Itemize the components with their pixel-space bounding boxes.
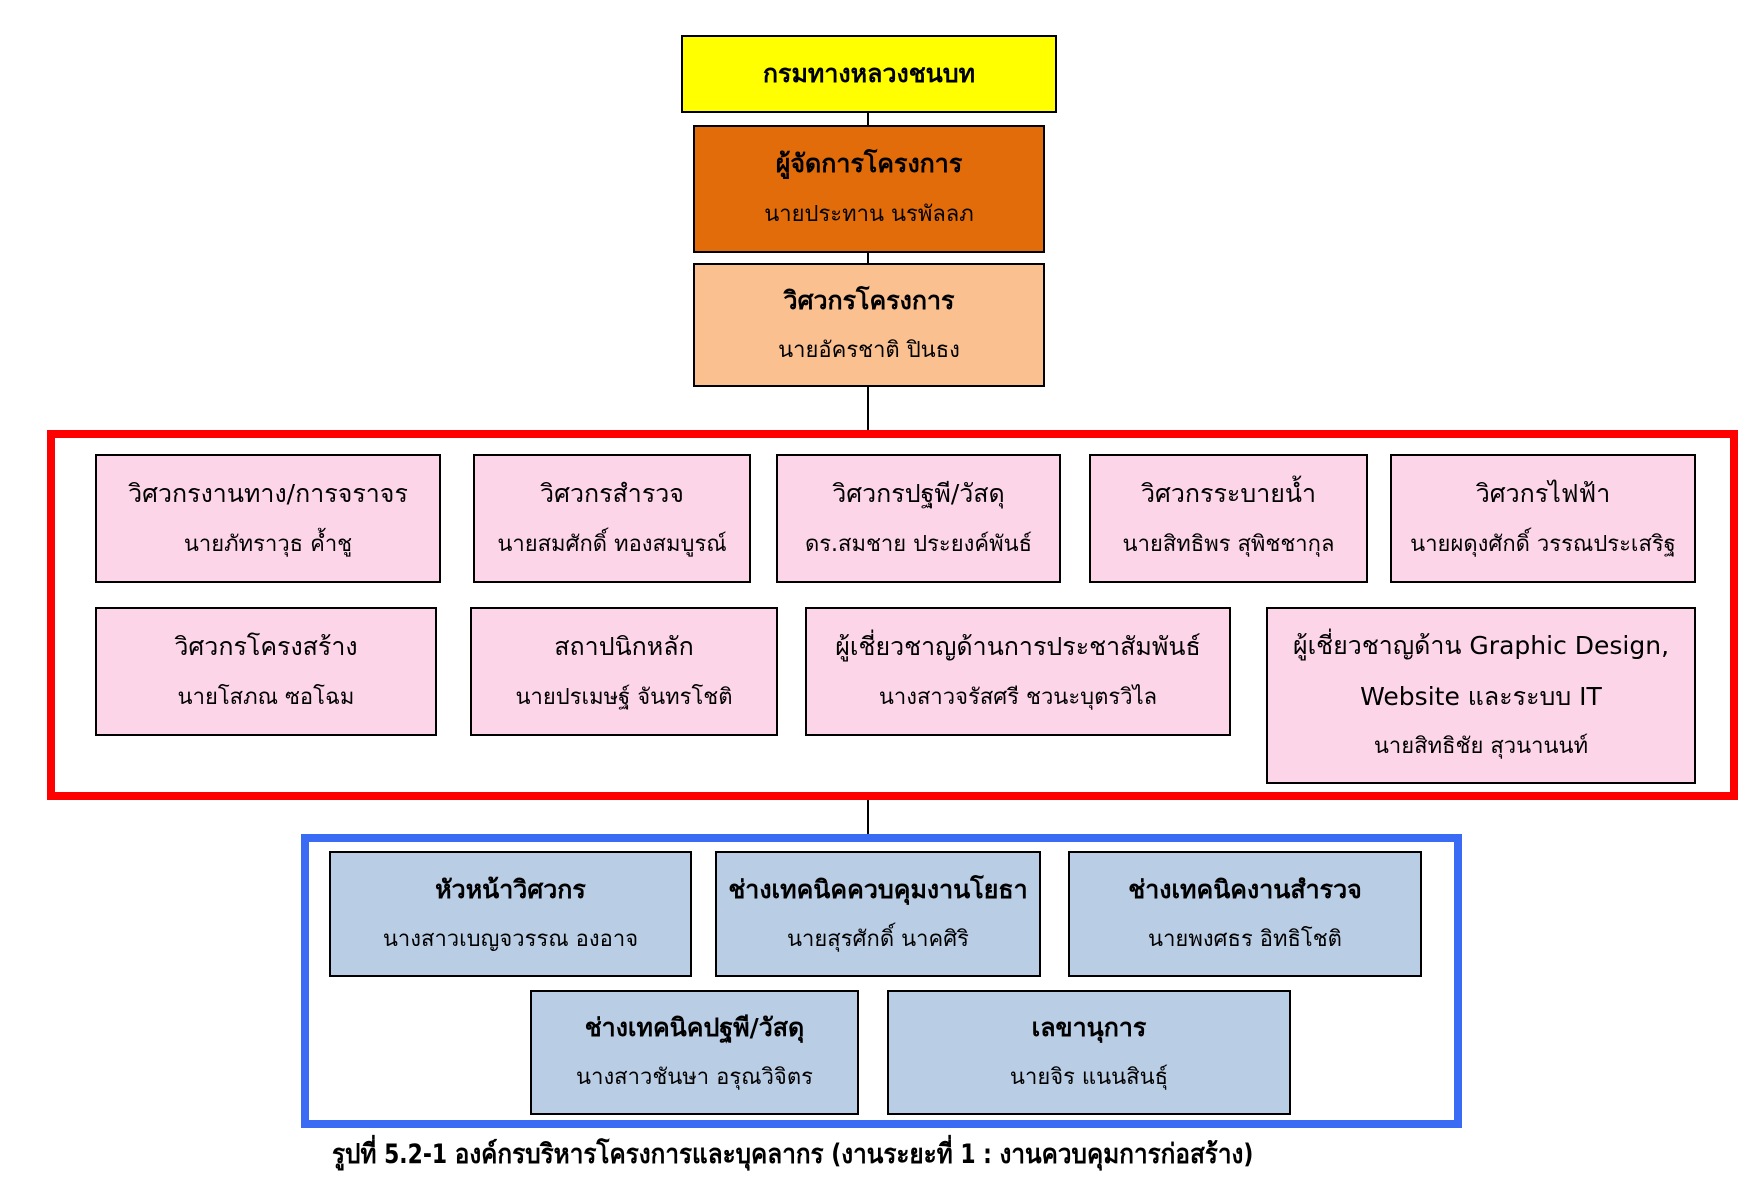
project-engineer-title: วิศวกรโครงการ	[783, 285, 955, 315]
specialist-box: วิศวกรโครงสร้าง นายโสภณ ซอโฉม	[95, 607, 437, 736]
support-staff-name: นางสาวเบญจวรรณ องอาจ	[382, 927, 639, 953]
specialist-title: วิศวกรระบายน้ำ	[1140, 478, 1317, 508]
connector-engineer-to-specialists	[867, 386, 869, 431]
specialist-title: ผู้เชี่ยวชาญด้านการประชาสัมพันธ์	[835, 631, 1201, 661]
specialist-name: นายสิทธิชัย สุวนานนท์	[1373, 734, 1589, 760]
specialist-box: วิศวกรปฐพี/วัสดุ ดร.สมชาย ประยงค์พันธ์	[776, 454, 1061, 583]
support-staff-title: ช่างเทคนิคควบคุมงานโยธา	[728, 874, 1028, 904]
department-title: กรมทางหลวงชนบท	[762, 58, 976, 88]
support-staff-group-frame	[301, 834, 1462, 1128]
specialist-title: สถาปนิกหลัก	[554, 631, 694, 661]
support-staff-box: เลขานุการ นายจิร แนนสินธุ์	[887, 990, 1291, 1115]
org-box-project-manager: ผู้จัดการโครงการ นายประทาน นรพัลลภ	[693, 125, 1045, 253]
support-staff-name: นายจิร แนนสินธุ์	[1009, 1065, 1169, 1091]
connector-specialists-to-support	[867, 799, 869, 835]
specialist-name: นายสมศักดิ์ ทองสมบูรณ์	[497, 532, 727, 558]
specialist-title-line2: Website และระบบ IT	[1360, 681, 1602, 711]
support-staff-title: เลขานุการ	[1031, 1013, 1147, 1043]
specialists-group-frame	[47, 430, 1738, 800]
specialist-box: วิศวกรสำรวจ นายสมศักดิ์ ทองสมบูรณ์	[473, 454, 751, 583]
support-staff-box: ช่างเทคนิคปฐพี/วัสดุ นางสาวชันษา อรุณวิจ…	[530, 990, 859, 1115]
support-staff-box: ช่างเทคนิคงานสำรวจ นายพงศธร อิทธิโชติ	[1068, 851, 1422, 977]
support-staff-title: ช่างเทคนิคงานสำรวจ	[1128, 874, 1362, 904]
specialist-title: วิศวกรโครงสร้าง	[174, 631, 358, 661]
support-staff-name: นายสุรศักดิ์ นาคศิริ	[787, 927, 969, 953]
specialist-title: ผู้เชี่ยวชาญด้าน Graphic Design,	[1292, 630, 1670, 660]
specialist-box: สถาปนิกหลัก นายปรเมษฐ์ จันทรโชติ	[470, 607, 778, 736]
support-staff-title: ช่างเทคนิคปฐพี/วัสดุ	[584, 1013, 805, 1043]
specialist-title: วิศวกรสำรวจ	[540, 478, 684, 508]
connector-manager-to-engineer	[867, 252, 869, 264]
org-box-department: กรมทางหลวงชนบท	[681, 35, 1057, 113]
figure-caption: รูปที่ 5.2-1 องค์กรบริหารโครงการและบุคลา…	[332, 1139, 1254, 1170]
specialist-name: นายโสภณ ซอโฉม	[177, 685, 355, 711]
project-manager-name: นายประทาน นรพัลลภ	[764, 202, 974, 228]
specialist-box: ผู้เชี่ยวชาญด้าน Graphic Design, Website…	[1266, 607, 1696, 784]
specialist-box: ผู้เชี่ยวชาญด้านการประชาสัมพันธ์ นางสาวจ…	[805, 607, 1231, 736]
connector-top-to-manager	[867, 112, 869, 126]
specialist-name: นายภัทราวุธ ค้ำชู	[183, 532, 353, 558]
specialist-title: วิศวกรงานทาง/การจราจร	[128, 478, 408, 508]
project-engineer-name: นายอัครชาติ ปินธง	[778, 337, 960, 363]
specialist-name: นายผดุงศักดิ์ วรรณประเสริฐ	[1410, 532, 1676, 558]
specialist-title: วิศวกรปฐพี/วัสดุ	[832, 478, 1005, 508]
org-box-project-engineer: วิศวกรโครงการ นายอัครชาติ ปินธง	[693, 263, 1045, 387]
support-staff-title: หัวหน้าวิศวกร	[435, 874, 586, 904]
specialist-name: นายปรเมษฐ์ จันทรโชติ	[515, 685, 733, 711]
specialist-name: นางสาวจรัสศรี ชวนะบุตรวิไล	[878, 685, 1158, 711]
support-staff-name: นางสาวชันษา อรุณวิจิตร	[576, 1065, 813, 1091]
support-staff-box: หัวหน้าวิศวกร นางสาวเบญจวรรณ องอาจ	[329, 851, 692, 977]
specialist-box: วิศวกรไฟฟ้า นายผดุงศักดิ์ วรรณประเสริฐ	[1390, 454, 1696, 583]
project-manager-title: ผู้จัดการโครงการ	[775, 149, 963, 179]
specialist-name: นายสิทธิพร สุพิชชากุล	[1122, 532, 1335, 558]
specialist-box: วิศวกรระบายน้ำ นายสิทธิพร สุพิชชากุล	[1089, 454, 1368, 583]
support-staff-name: นายพงศธร อิทธิโชติ	[1148, 927, 1342, 953]
specialist-name: ดร.สมชาย ประยงค์พันธ์	[804, 532, 1033, 558]
support-staff-box: ช่างเทคนิคควบคุมงานโยธา นายสุรศักดิ์ นาค…	[715, 851, 1041, 977]
specialist-title: วิศวกรไฟฟ้า	[1475, 478, 1611, 508]
specialist-box: วิศวกรงานทาง/การจราจร นายภัทราวุธ ค้ำชู	[95, 454, 441, 583]
